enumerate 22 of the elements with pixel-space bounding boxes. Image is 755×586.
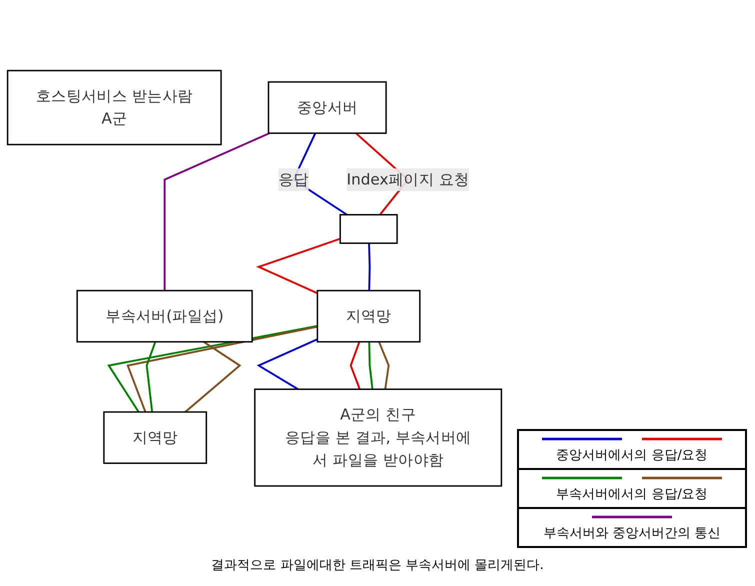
legend-text: 부속서버에서의 응답/요청: [556, 486, 708, 503]
connector: [350, 341, 361, 390]
connector: [256, 238, 340, 294]
legend-text: 부속서버와 중앙서버간의 통신: [543, 525, 721, 542]
node-box: 중앙서버: [268, 80, 387, 134]
node-box: 부속서버(파일섭): [76, 290, 253, 342]
node-box: A군의 친구 응답을 본 결과, 부속서버에서 파일을 받아야함: [254, 388, 502, 486]
connector: [184, 340, 242, 412]
node-box: [339, 214, 398, 244]
edge-label: 응답: [278, 170, 309, 188]
connector: [378, 341, 390, 390]
connector: [146, 341, 156, 412]
node-box: 지역망: [103, 411, 208, 464]
node-box: 호스팅서비스 받는사람 A군: [6, 70, 222, 145]
connector: [368, 242, 371, 290]
edge-label: Index페이지 요청: [346, 170, 470, 188]
connector: [164, 132, 270, 290]
legend-text: 중앙서버에서의 응답/요청: [556, 447, 708, 464]
node-box: 지역망: [316, 290, 421, 342]
connector: [368, 342, 374, 390]
caption: 결과적으로 파일에대한 트래픽은 부속서버에 몰리게된다.: [211, 558, 544, 573]
connector: [256, 338, 318, 390]
